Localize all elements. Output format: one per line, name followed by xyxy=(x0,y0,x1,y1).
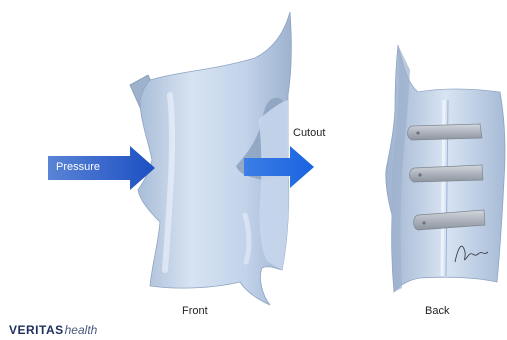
back-label: Back xyxy=(425,305,449,317)
front-label: Front xyxy=(182,305,208,317)
brand-logo: VERITAShealth xyxy=(9,323,97,337)
metal-stay-middle xyxy=(410,165,484,182)
brand-name-light: health xyxy=(65,323,98,337)
pressure-label: Pressure xyxy=(56,161,100,173)
metal-stay-top xyxy=(408,124,483,140)
brand-name-bold: VERITAS xyxy=(9,323,64,337)
cutout-label: Cutout xyxy=(293,127,325,139)
